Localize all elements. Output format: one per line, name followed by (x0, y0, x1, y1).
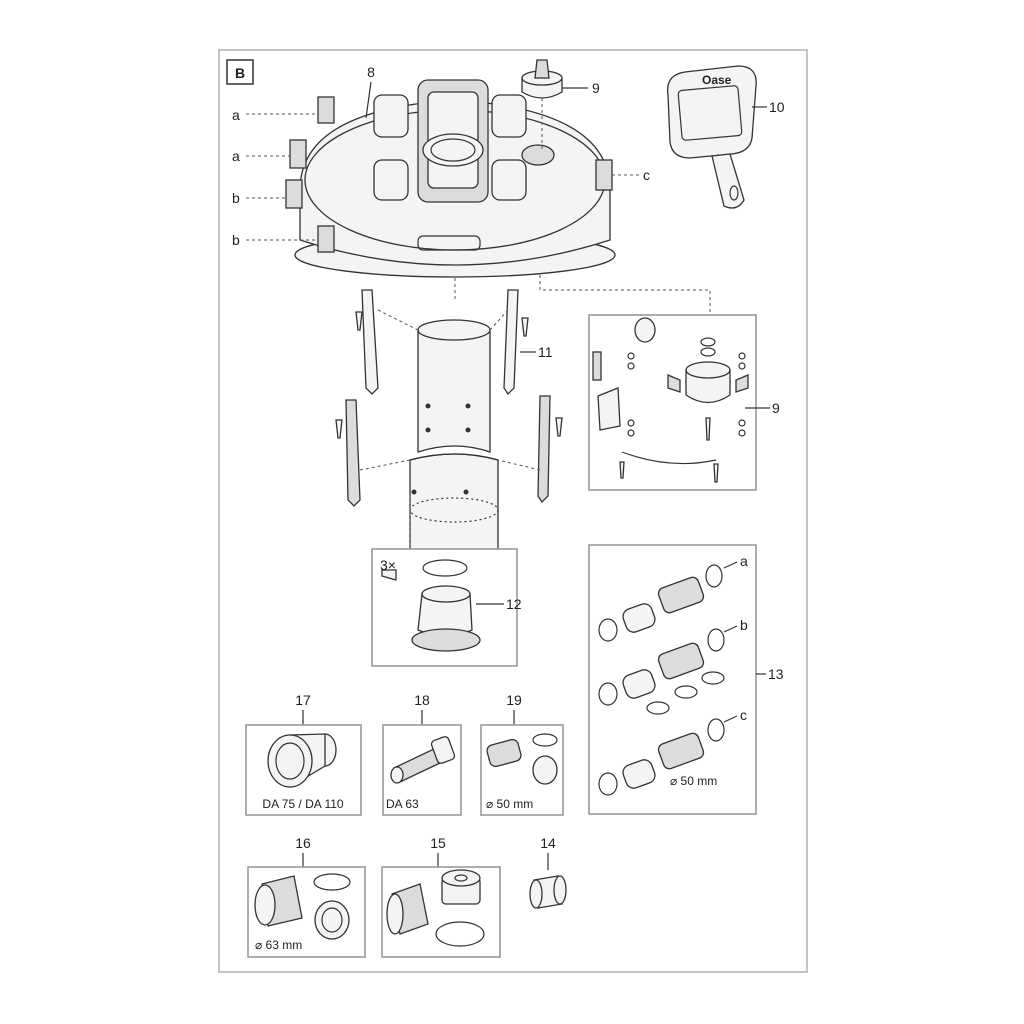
filter-lid (285, 79, 616, 278)
base-part (381, 559, 481, 652)
section-label: B (235, 65, 245, 81)
callout-12: 12 (506, 596, 522, 612)
callout-15: 15 (430, 835, 446, 851)
callout-11: 11 (538, 344, 553, 360)
connector-label-b1: b (232, 190, 240, 206)
caption-part19: ⌀ 50 mm (486, 797, 533, 811)
part17-reducer (267, 733, 337, 789)
valve-assembly (592, 317, 749, 483)
callout-10: 10 (769, 99, 785, 115)
connector-label-a1: a (232, 107, 240, 123)
callout-14: 14 (540, 835, 556, 851)
set-label-a: a (740, 553, 748, 569)
part16-hose-set (254, 873, 351, 940)
caption-part18: DA 63 (386, 797, 419, 811)
callout-17: 17 (295, 692, 311, 708)
connector-set-c (598, 718, 725, 796)
connector-label-b2: b (232, 232, 240, 248)
callout-8: 8 (367, 64, 375, 80)
strut-set (335, 289, 563, 507)
callout-18: 18 (414, 692, 430, 708)
connector-label-a2: a (232, 148, 240, 164)
qty-screws-label: 3× (380, 557, 396, 573)
connector-set-b (598, 628, 725, 715)
connector-set-a (598, 564, 723, 642)
callout-9-side: 9 (772, 400, 780, 416)
cleaning-paddle: Oase (666, 65, 757, 209)
set-label-b: b (740, 617, 748, 633)
part18-hose-adapter (390, 736, 456, 784)
caption-part16: ⌀ 63 mm (255, 938, 302, 952)
callout-16: 16 (295, 835, 311, 851)
section-label-box: B (226, 59, 254, 85)
logo-text: Oase (702, 73, 732, 87)
knob-part (521, 59, 563, 99)
part19-hose-set (486, 733, 558, 785)
callout-19: 19 (506, 692, 522, 708)
central-tube (409, 319, 499, 567)
connector-label-c: c (643, 167, 650, 183)
set-label-c: c (740, 707, 747, 723)
callout-9-top: 9 (592, 80, 600, 96)
caption-part17: DA 75 / DA 110 (262, 797, 343, 811)
callout-13: 13 (768, 666, 784, 682)
caption-part13: ⌀ 50 mm (670, 774, 717, 788)
part14-ring (529, 875, 567, 909)
part15-fitting-set (386, 869, 485, 947)
